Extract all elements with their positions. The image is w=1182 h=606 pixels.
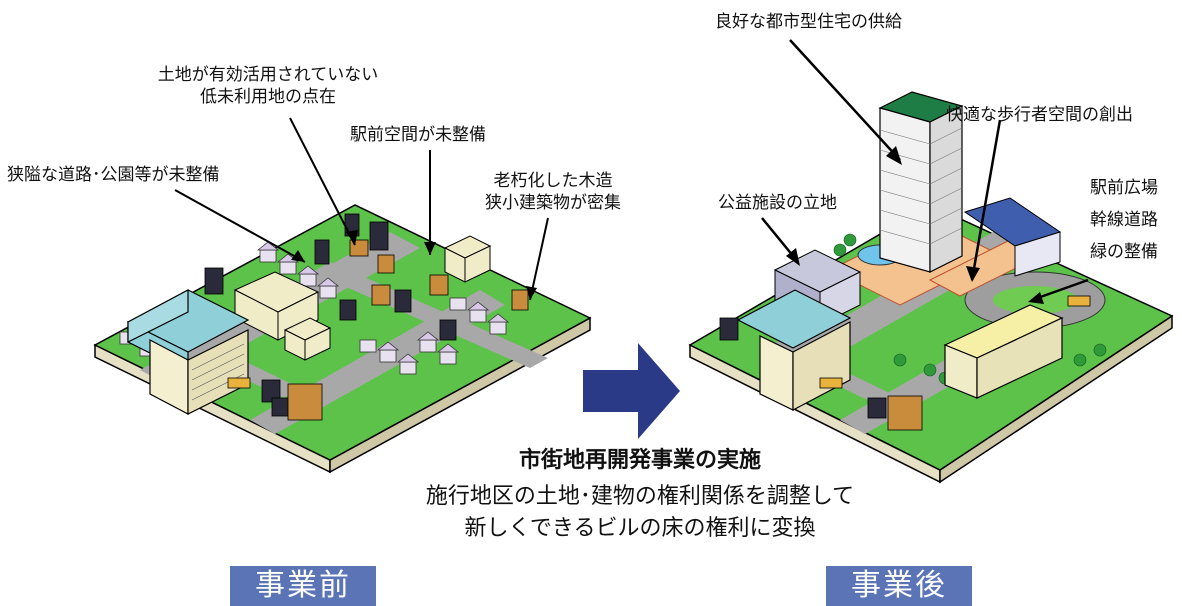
before-tag: 事業前 [230, 566, 376, 606]
label-wooden-dense: 老朽化した木造 狭小建築物が密集 [478, 170, 628, 214]
label-land-underused: 土地が有効活用されていない 低未利用地の点在 [133, 64, 403, 108]
label-plaza-road-green: 駅前広場 幹線道路 緑の整備 [1090, 172, 1158, 268]
before-pointer-lines [174, 117, 549, 301]
label-greenery: 緑の整備 [1090, 242, 1158, 262]
label-narrow-roads: 狭隘な道路･公園等が未整備 [7, 165, 220, 185]
before-arrowheads [291, 230, 537, 300]
label-public-facility: 公益施設の立地 [718, 193, 837, 213]
label-wooden-dense-line1: 老朽化した木造 [493, 171, 613, 191]
label-land-underused-line2: 低未利用地の点在 [200, 87, 336, 107]
label-land-underused-line1: 土地が有効活用されていない [157, 65, 379, 85]
label-trunk-road: 幹線道路 [1090, 210, 1158, 230]
label-pedestrian-space: 快適な歩行者空間の創出 [946, 105, 1133, 125]
label-station-plaza: 駅前広場 [1090, 178, 1158, 198]
caption-line2: 新しくできるビルの床の権利に変換 [464, 516, 816, 541]
label-housing-supply: 良好な都市型住宅の供給 [715, 12, 902, 32]
transition-arrow [583, 343, 680, 439]
project-title: 市街地再開発事業の実施 [518, 448, 761, 473]
after-arrowheads [786, 146, 1044, 304]
label-wooden-dense-line2: 狭小建築物が密集 [485, 193, 621, 213]
after-city-illustration [688, 91, 1174, 484]
label-station-front: 駅前空間が未整備 [350, 125, 486, 145]
after-tag: 事業後 [826, 566, 972, 606]
caption-line1: 施行地区の土地･建物の権利関係を調整して [425, 484, 855, 509]
before-city-illustration [93, 204, 592, 474]
